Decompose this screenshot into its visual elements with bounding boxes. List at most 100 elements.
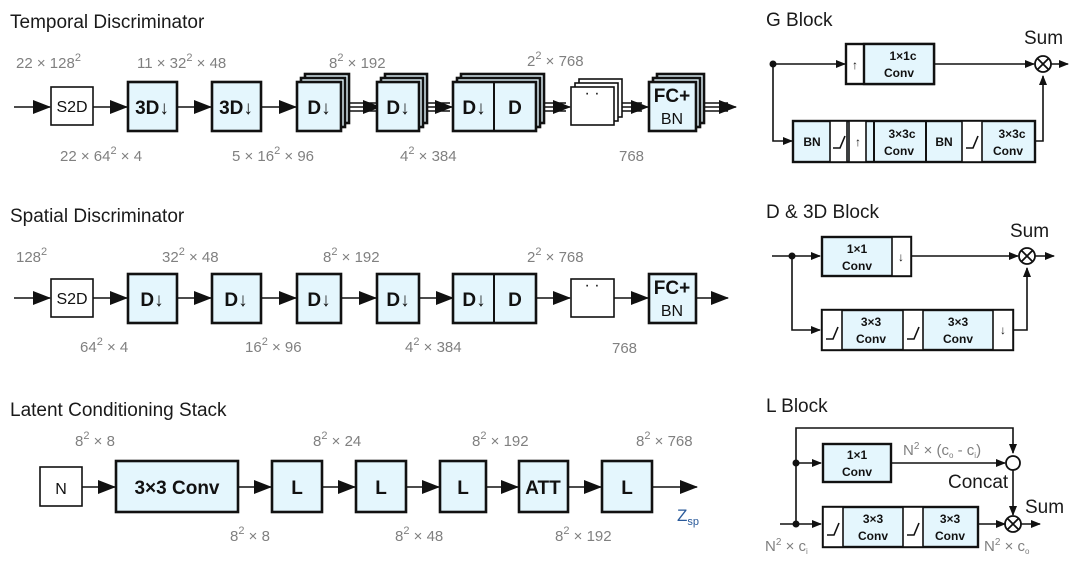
s2d-block: S2D <box>50 278 94 318</box>
svg-text:Conv: Conv <box>935 529 965 543</box>
dim-label: N2 × co <box>984 537 1030 556</box>
dim-label: 768 <box>619 148 644 165</box>
svg-text:1×1c: 1×1c <box>889 49 916 63</box>
g-block: G Block Sum ↑ 1×1c Conv BN ↑ 3×3c Conv <box>766 10 1069 164</box>
section-title: Temporal Discriminator <box>10 12 205 33</box>
dim-label: 322 × 48 <box>162 246 219 266</box>
l-block: L <box>354 459 408 514</box>
dim-label: 22 × 642 × 4 <box>60 145 142 165</box>
latent-conditioning-stack: Latent Conditioning Stack 82 × 8 82 × 24… <box>10 400 699 545</box>
stacked-arrow <box>350 100 381 114</box>
svg-text:D↓: D↓ <box>386 98 409 119</box>
l-block-detail: L Block N2 × (co - ci) Concat Sum N2 × c… <box>765 396 1064 556</box>
3d-down-block: 3D↓ <box>126 80 179 133</box>
svg-text:3×3c: 3×3c <box>888 127 915 141</box>
svg-text:D↓: D↓ <box>140 290 163 311</box>
svg-text:↑: ↑ <box>855 135 861 149</box>
svg-text:S2D: S2D <box>56 291 87 308</box>
svg-text:↓: ↓ <box>898 250 904 264</box>
concat-label: Concat <box>948 472 1009 493</box>
dim-label: 82 × 8 <box>75 430 115 450</box>
fc-bn-block-stack: FC+ BN <box>647 72 706 133</box>
svg-text:3×3c: 3×3c <box>998 127 1025 141</box>
sum-label: Sum <box>1010 221 1049 242</box>
dim-label: 22 × 768 <box>527 50 584 70</box>
svg-text:3D↓: 3D↓ <box>135 98 169 119</box>
section-title: Latent Conditioning Stack <box>10 400 227 421</box>
svg-text:· ·: · · <box>584 85 599 102</box>
dim-label: 22 × 768 <box>527 246 584 266</box>
svg-text:ATT: ATT <box>525 478 561 499</box>
attention-block: ATT <box>517 459 570 514</box>
svg-text:3×3 Conv: 3×3 Conv <box>134 478 219 499</box>
svg-text:FC+: FC+ <box>654 278 690 299</box>
svg-text:D: D <box>508 290 522 311</box>
svg-text:↑: ↑ <box>852 58 858 72</box>
svg-text:3×3: 3×3 <box>948 315 969 329</box>
dim-label: 5 × 162 × 96 <box>232 145 314 165</box>
sum-node <box>1034 55 1052 73</box>
residual-path-block: BN ↑ 3×3c Conv BN 3×3c Conv <box>791 119 1037 164</box>
upsample-conv1x1-block: ↑ 1×1c Conv <box>844 42 936 86</box>
svg-text:D↓: D↓ <box>307 290 330 311</box>
junction-dot <box>792 520 800 528</box>
svg-text:Conv: Conv <box>943 332 973 346</box>
svg-text:BN: BN <box>661 303 683 320</box>
svg-text:N: N <box>55 481 67 498</box>
d-down-d-block: D↓ D <box>451 272 538 325</box>
concat-node <box>1005 455 1021 471</box>
spatial-discriminator: Spatial Discriminator 1282 322 × 48 82 ×… <box>10 206 729 357</box>
svg-text:3×3: 3×3 <box>861 315 882 329</box>
dim-label: 768 <box>612 340 637 357</box>
dim-label: 162 × 96 <box>245 336 302 356</box>
svg-text:FC+: FC+ <box>654 86 690 107</box>
svg-text:Conv: Conv <box>884 144 914 158</box>
dim-label: 82 × 8 <box>230 525 270 545</box>
svg-text:L: L <box>375 478 387 499</box>
residual-path-block: 3×3 Conv 3×3 Conv <box>821 505 980 549</box>
dim-label: 11 × 322 × 48 <box>137 52 226 72</box>
svg-text:Conv: Conv <box>856 332 886 346</box>
d-down-block-stack: D↓ <box>295 72 351 133</box>
d-down-d-block-stack: D↓D <box>451 72 546 133</box>
stacked-arrow <box>428 100 453 114</box>
pooling-block-stack: · · <box>570 78 623 126</box>
d-down-block: D↓ <box>375 272 421 325</box>
svg-text:3D↓: 3D↓ <box>219 98 253 119</box>
dim-label: 82 × 192 <box>555 525 612 545</box>
temporal-discriminator: Temporal Discriminator 22 × 1282 11 × 32… <box>10 12 737 165</box>
svg-text:1×1: 1×1 <box>847 448 868 462</box>
output-label: Zsp <box>677 506 699 528</box>
svg-text:BN: BN <box>661 111 683 128</box>
section-title: D & 3D Block <box>766 202 879 223</box>
svg-text:D↓: D↓ <box>386 290 409 311</box>
stacked-arrow <box>544 100 571 114</box>
fc-bn-block: FC+ BN <box>647 272 698 325</box>
svg-text:3×3: 3×3 <box>863 512 884 526</box>
s2d-block: S2D <box>50 86 94 126</box>
svg-text:1×1: 1×1 <box>847 242 868 256</box>
dim-label: N2 × ci <box>765 537 808 556</box>
arrow <box>791 256 821 334</box>
svg-text:Conv: Conv <box>858 529 888 543</box>
d-down-block: D↓ <box>210 272 263 325</box>
svg-text:D: D <box>508 98 522 119</box>
svg-text:D↓: D↓ <box>462 290 485 311</box>
noise-block: N <box>39 466 83 507</box>
svg-text:L: L <box>621 478 633 499</box>
l-block: L <box>270 459 324 514</box>
svg-text:D↓: D↓ <box>224 290 247 311</box>
l-block: L <box>438 459 488 514</box>
svg-text:Conv: Conv <box>884 66 914 80</box>
sum-label: Sum <box>1024 28 1063 49</box>
svg-text:S2D: S2D <box>56 99 87 116</box>
junction-dot <box>792 459 800 467</box>
svg-text:Conv: Conv <box>842 465 872 479</box>
d-down-block: D↓ <box>126 272 179 325</box>
svg-text:Conv: Conv <box>842 259 872 273</box>
dim-label: 82 × 24 <box>313 430 361 450</box>
sum-label: Sum <box>1025 497 1064 518</box>
dim-label: 42 × 384 <box>405 336 462 356</box>
arrow <box>772 64 793 145</box>
